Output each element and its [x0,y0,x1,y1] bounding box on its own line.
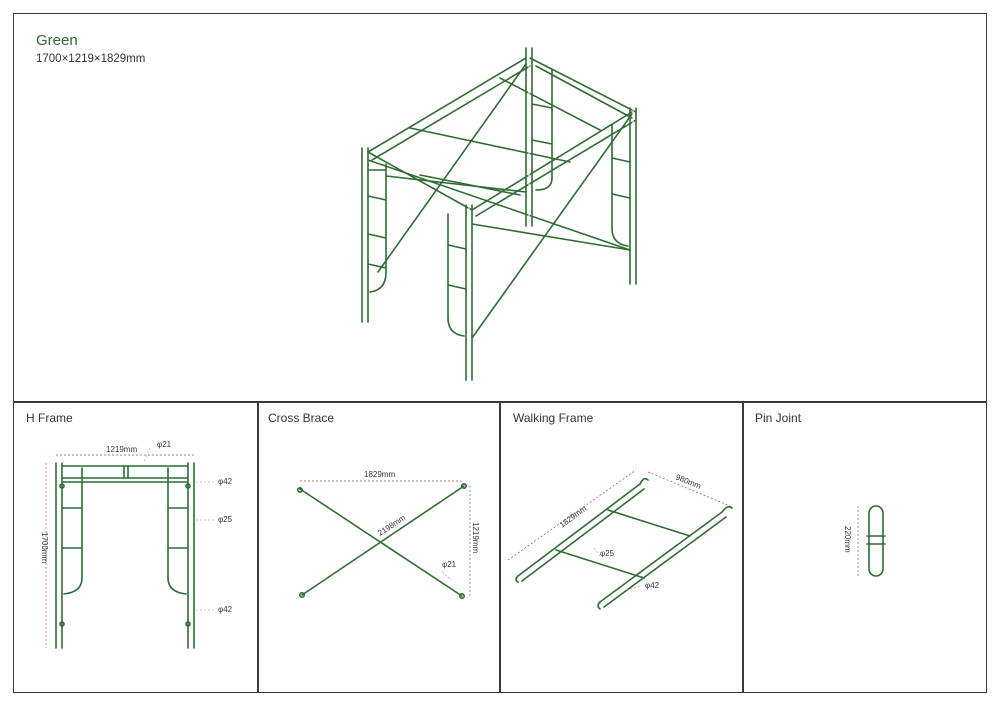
h-frame-phi-upper-label: φ42 [218,477,233,486]
cross-brace-height-label: 1219mm [471,522,480,553]
panel-divider-2 [499,401,501,693]
panel-label-h-frame: H Frame [26,411,73,425]
h-frame-width-label: 1219mm [106,445,137,454]
h-frame-height-label: 1700mm [40,532,49,563]
walking-frame-phi-mid-label: φ25 [600,549,615,558]
h-frame-phi-mid-label: φ25 [218,515,233,524]
panel-divider-1 [257,401,259,693]
panel-label-walking-frame: Walking Frame [513,411,594,425]
panel-label-cross-brace: Cross Brace [268,411,335,425]
pin-joint-height-label: 220mm [843,526,852,553]
h-frame-phi-lower-label: φ42 [218,605,233,614]
h-frame-phi-top-label: φ21 [157,440,172,449]
product-color-title: Green [36,32,78,49]
product-dimensions: 1700×1219×1829mm [36,53,146,65]
panel-label-pin-joint: Pin Joint [755,411,802,425]
panel-divider-3 [742,401,744,693]
cross-brace-phi-label: φ21 [442,560,457,569]
cross-brace-width-label: 1829mm [364,470,395,479]
walking-frame-phi-side-label: φ42 [645,581,660,590]
scaffold-assembly-illustration [361,47,637,381]
